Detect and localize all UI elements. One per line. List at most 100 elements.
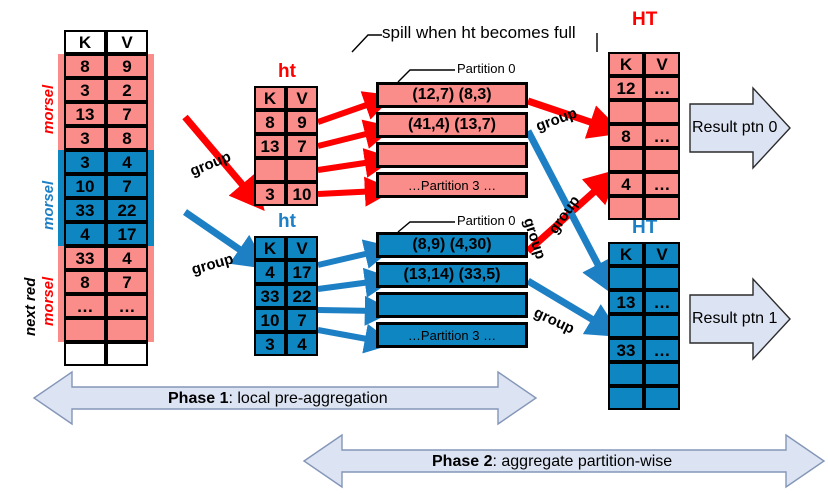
input-row-12-v xyxy=(106,342,148,366)
leader-partition0-red xyxy=(397,69,455,83)
phase1-arrow-shape xyxy=(32,370,538,426)
result-ht-blue-row-2-v xyxy=(644,314,680,338)
ht-blue-header-v: V xyxy=(286,236,318,260)
phase-2-bold: Phase 2 xyxy=(432,453,493,470)
arrow-partred-to-htred xyxy=(526,97,624,139)
result-ht-red-header-v: V xyxy=(644,52,680,76)
input-row-3-v: 8 xyxy=(106,126,148,150)
result-ht-blue-row-3-v: … xyxy=(644,338,680,362)
result-ptn1-arrow-shape xyxy=(689,277,791,361)
result-ht-blue-row-3-k: 33 xyxy=(608,338,644,362)
input-row-4-v: 4 xyxy=(106,150,148,174)
input-row-3-k: 3 xyxy=(64,126,106,150)
input-row-2-k: 13 xyxy=(64,102,106,126)
result-ht-red-row-1-k xyxy=(608,100,644,124)
result-ht-red-row-5-k xyxy=(608,196,644,220)
input-row-10-v: … xyxy=(106,294,148,318)
result-ht-red-label: HT xyxy=(632,9,658,30)
result-ptn0-arrow-shape xyxy=(689,86,791,170)
partition-red-bar-2 xyxy=(376,142,528,168)
ht-blue-row-2-v: 7 xyxy=(286,308,318,332)
input-row-12-k xyxy=(64,342,106,366)
result-ht-blue-row-0-v xyxy=(644,266,680,290)
result-ht-red-row-5-v xyxy=(644,196,680,220)
result-ht-blue-row-4-k xyxy=(608,362,644,386)
partition0-caption-blue: Partition 0 xyxy=(457,213,516,228)
leader-partition0-blue xyxy=(397,221,455,233)
input-row-8-v: 4 xyxy=(106,246,148,270)
phase-2-rest: : aggregate partition-wise xyxy=(492,453,673,470)
result-ht-blue-row-4-v xyxy=(644,362,680,386)
ht-blue-row-1-v: 22 xyxy=(286,284,318,308)
result-ht-blue-row-5-v xyxy=(644,386,680,410)
leader-spill xyxy=(351,34,382,53)
input-row-1-v: 2 xyxy=(106,78,148,102)
input-row-8-k: 33 xyxy=(64,246,106,270)
result-ht-blue-row-1-k: 13 xyxy=(608,290,644,314)
arrow-partblue-to-htred xyxy=(525,168,620,254)
result-ht-red-row-3-v xyxy=(644,148,680,172)
phase-1-rest: : local pre-aggregation xyxy=(228,390,388,407)
ht-red-header-k: K xyxy=(254,86,286,110)
ht-blue-label: ht xyxy=(278,211,296,232)
arrow-htred-part2 xyxy=(317,148,395,178)
ht-blue-row-1-k: 33 xyxy=(254,284,286,308)
ht-blue-row-0-v: 17 xyxy=(286,260,318,284)
partition-blue-bar-1: (13,14) (33,5) xyxy=(376,262,528,288)
input-row-9-k: 8 xyxy=(64,270,106,294)
result-ht-red-row-1-v xyxy=(644,100,680,124)
result-ptn-1-label: Result ptn 1 xyxy=(692,310,778,327)
input-row-2-v: 7 xyxy=(106,102,148,126)
ht-red-row-3-k: 3 xyxy=(254,182,286,206)
morsel-label-red-2: morsel xyxy=(40,276,57,326)
result-ht-blue-row-5-k xyxy=(608,386,644,410)
phase-1-label: Phase 1: local pre-aggregation xyxy=(168,391,388,407)
arrow-partred-to-htblue xyxy=(524,129,615,296)
input-row-4-k: 3 xyxy=(64,150,106,174)
ht-red-row-0-k: 8 xyxy=(254,110,286,134)
ht-red-row-0-v: 9 xyxy=(286,110,318,134)
result-ht-blue-label: HT xyxy=(632,217,658,238)
result-ht-red-row-2-v: … xyxy=(644,124,680,148)
spill-note: spill when ht becomes full xyxy=(382,23,576,42)
ht-red-label: ht xyxy=(278,61,296,82)
partition-blue-bar-0: (8,9) (4,30) xyxy=(376,232,528,258)
input-row-11-k xyxy=(64,318,106,342)
ht-red-row-1-k: 13 xyxy=(254,134,286,158)
result-ht-blue-row-2-k xyxy=(608,314,644,338)
morsel-label-red-1: morsel xyxy=(40,84,57,134)
arrow-partblue-to-htblue xyxy=(526,277,622,338)
input-row-9-v: 7 xyxy=(106,270,148,294)
arrow-morsel-red-to-ht xyxy=(182,114,265,211)
phase-1-bold: Phase 1 xyxy=(168,390,229,407)
ht-red-row-2-k xyxy=(254,158,286,182)
arrow-htblue-part3 xyxy=(317,323,395,354)
ht-blue-row-3-k: 3 xyxy=(254,332,286,356)
arrow-htblue-part0 xyxy=(317,239,395,269)
input-row-7-k: 4 xyxy=(64,222,106,246)
result-ht-blue-header-v: V xyxy=(644,242,680,266)
result-ht-red-row-0-k: 12 xyxy=(608,76,644,100)
result-ht-red-row-4-k: 4 xyxy=(608,172,644,196)
partition-blue-bar-2 xyxy=(376,292,528,318)
ht-blue-row-2-k: 10 xyxy=(254,308,286,332)
input-row-6-v: 22 xyxy=(106,198,148,222)
phase-2-label: Phase 2: aggregate partition-wise xyxy=(432,454,672,470)
input-row-0-v: 9 xyxy=(106,54,148,78)
ht-red-row-1-v: 7 xyxy=(286,134,318,158)
input-row-5-k: 10 xyxy=(64,174,106,198)
arrow-htred-part1 xyxy=(317,119,395,149)
partition-red-bar-3: …Partition 3 … xyxy=(376,172,528,198)
ht-blue-header-k: K xyxy=(254,236,286,260)
input-table-header-v: V xyxy=(106,30,148,54)
input-row-6-k: 33 xyxy=(64,198,106,222)
ht-red-row-3-v: 10 xyxy=(286,182,318,206)
ht-blue-row-3-v: 4 xyxy=(286,332,318,356)
partition-red-bar-0: (12,7) (8,3) xyxy=(376,82,528,108)
input-row-10-k: … xyxy=(64,294,106,318)
arrow-morsel-blue-to-ht xyxy=(183,209,269,270)
partition-blue-bar-3: …Partition 3 … xyxy=(376,322,528,348)
ht-red-header-v: V xyxy=(286,86,318,110)
